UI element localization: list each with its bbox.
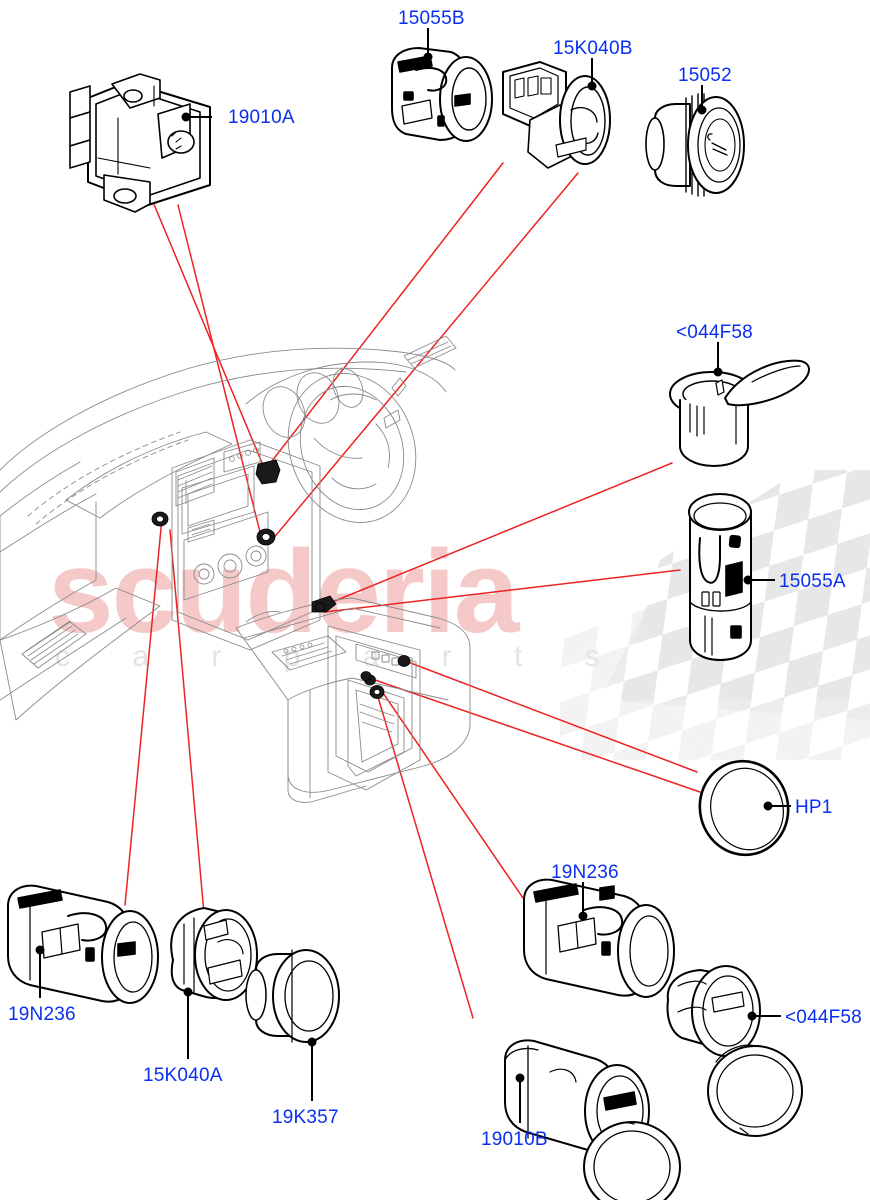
part-15055B (391, 47, 493, 142)
part-label-15K040A[interactable]: 15K040A (143, 1065, 223, 1086)
installed-socket-markers (151, 459, 411, 699)
part-15052 (645, 93, 745, 197)
part-label-19010A[interactable]: 19010A (228, 107, 295, 128)
part-label-19K357[interactable]: 19K357 (272, 1107, 339, 1128)
part-19010A (69, 73, 211, 213)
part-HP1 (698, 759, 790, 857)
part-label-19010B[interactable]: 19010B (481, 1129, 548, 1150)
part-15K040B (502, 61, 611, 169)
part-19010B (504, 1039, 681, 1200)
part-15055A (688, 493, 752, 661)
part-19N236-right (523, 878, 675, 998)
part-label-19N236-left[interactable]: 19N236 (8, 1004, 76, 1025)
part-19K357 (245, 949, 340, 1043)
part-044F58-lower (666, 965, 803, 1137)
part-label-HP1[interactable]: HP1 (795, 797, 833, 818)
part-label-15K040B[interactable]: 15K040B (553, 38, 633, 59)
part-label-19N236-right[interactable]: 19N236 (551, 862, 619, 883)
part-label-15052[interactable]: 15052 (678, 65, 732, 86)
part-15K040A (170, 907, 258, 1001)
part-label-044F58-lower[interactable]: <044F58 (785, 1007, 862, 1028)
watermark-tagline: c a r p a r t s (55, 640, 627, 673)
part-044F58-upper (669, 359, 810, 467)
part-19N236-left (7, 884, 159, 1004)
part-label-044F58-upper[interactable]: <044F58 (676, 322, 753, 343)
part-label-15055A[interactable]: 15055A (779, 571, 846, 592)
part-label-15055B[interactable]: 15055B (398, 8, 465, 29)
